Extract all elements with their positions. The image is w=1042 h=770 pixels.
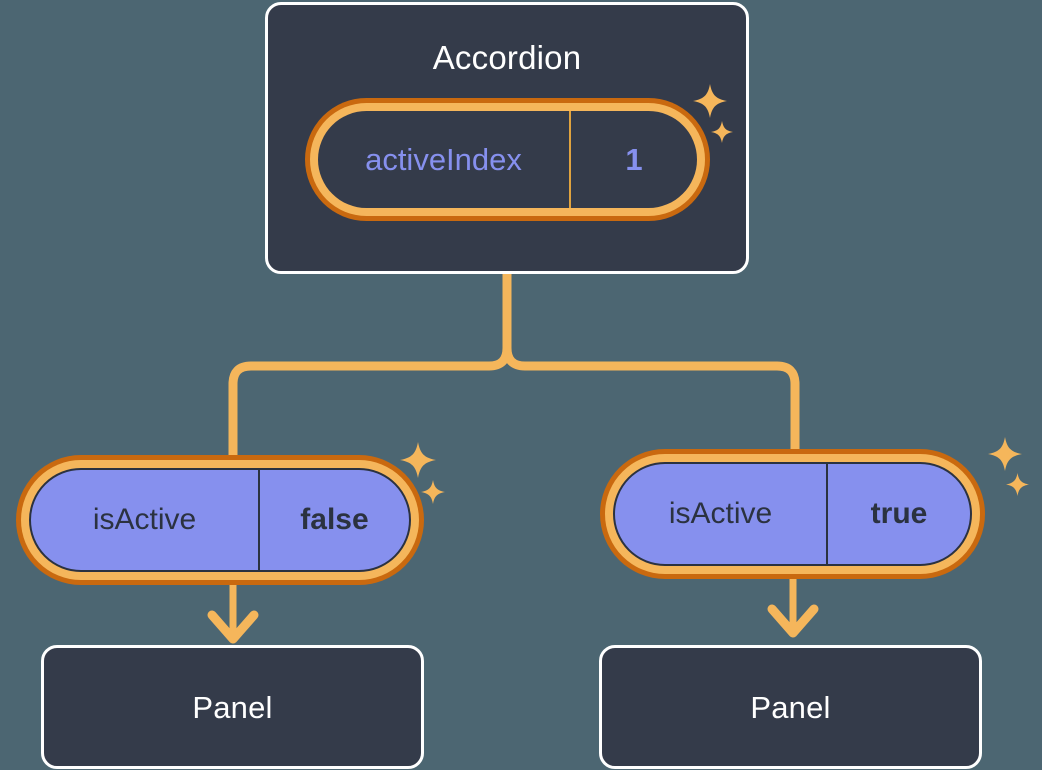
- sparkle-icon: [1006, 473, 1029, 496]
- pill-inner: isActive true: [613, 462, 972, 566]
- accordion-node-label: Accordion: [432, 39, 582, 76]
- arrowhead-left-icon: [207, 610, 259, 644]
- state-pill-key: isActive: [31, 470, 260, 570]
- pill-ring: activeIndex 1: [310, 103, 705, 216]
- state-pill-value: 1: [625, 141, 643, 177]
- sparkle-icon: [400, 442, 436, 478]
- wire-root-to-left: [228, 267, 512, 460]
- state-pill-isactive-true[interactable]: isActive true: [600, 449, 985, 579]
- sparkle-icon: [988, 437, 1022, 471]
- sparkle-icon: [421, 480, 445, 504]
- panel-node-label: Panel: [750, 689, 831, 725]
- panel-node-label: Panel: [192, 689, 273, 725]
- panel-node-left[interactable]: Panel: [41, 645, 424, 769]
- state-pill-value: false: [300, 503, 369, 536]
- state-pill-value: true: [870, 497, 928, 530]
- state-pill-isactive-false[interactable]: isActive false: [16, 455, 424, 585]
- state-pill-key: isActive: [615, 464, 828, 564]
- pill-inner: isActive false: [29, 468, 411, 572]
- wire-root-to-right: [502, 267, 800, 460]
- pill-ring: isActive true: [605, 454, 980, 574]
- state-pill-activeindex[interactable]: activeIndex 1: [305, 98, 710, 221]
- panel-node-right[interactable]: Panel: [599, 645, 982, 769]
- pill-ring: isActive false: [21, 460, 419, 580]
- pill-inner: activeIndex 1: [318, 111, 697, 208]
- arrowhead-right-icon: [767, 604, 819, 638]
- state-pill-key: activeIndex: [318, 111, 571, 208]
